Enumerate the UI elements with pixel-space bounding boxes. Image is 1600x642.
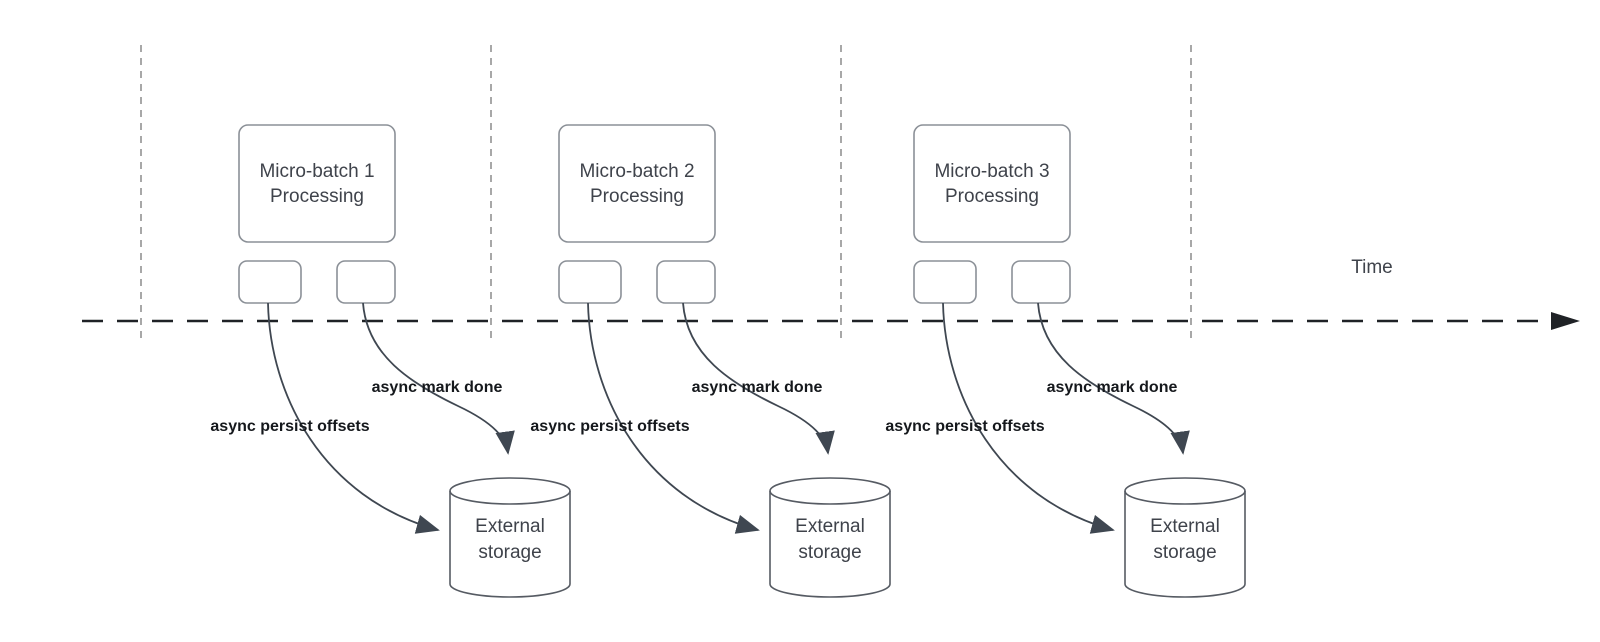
- mark-done-label: async mark done: [371, 379, 503, 396]
- mark-done-arrow: [682, 302, 835, 455]
- cylinder-body: [449, 477, 571, 598]
- micro-batch-section-3: [913, 124, 1246, 598]
- micro-batch-box: [558, 124, 716, 243]
- micro-batch-box: [238, 124, 396, 243]
- micro-batch-label: Micro-batch 3 Processing: [934, 160, 1050, 207]
- external-storage-cylinder: [1124, 477, 1246, 598]
- time-gridlines: [140, 45, 1192, 339]
- mark-done-arrow: [1037, 302, 1190, 455]
- micro-batch-section-1: [238, 124, 571, 598]
- persist-offsets-label: async persist offsets: [530, 418, 690, 435]
- cylinder-top-ellipse: [449, 490, 571, 505]
- mark-done-node: [1011, 260, 1071, 304]
- external-storage-cylinder: [449, 477, 571, 598]
- micro-batch-section-2: [558, 124, 891, 598]
- time-axis-arrowhead-icon: [1551, 312, 1580, 330]
- cylinder-body: [1124, 477, 1246, 598]
- cylinder-body: [769, 477, 891, 598]
- external-storage-label: External storage: [795, 515, 865, 563]
- persist-offsets-label: async persist offsets: [210, 418, 370, 435]
- mark-done-node: [656, 260, 716, 304]
- persist-offsets-node: [558, 260, 622, 304]
- mark-done-label: async mark done: [691, 379, 823, 396]
- persist-offsets-arrow: [587, 302, 760, 534]
- persist-offsets-node: [913, 260, 977, 304]
- cylinder-top-ellipse: [769, 490, 891, 505]
- micro-batch-label: Micro-batch 1 Processing: [259, 160, 375, 207]
- external-storage-cylinder: [769, 477, 891, 598]
- mark-done-arrow: [362, 302, 515, 455]
- micro-batch-box: [913, 124, 1071, 243]
- persist-offsets-arrow: [267, 302, 440, 534]
- persist-offsets-arrow: [942, 302, 1115, 534]
- mark-done-node: [336, 260, 396, 304]
- persist-offsets-node: [238, 260, 302, 304]
- time-axis: [82, 312, 1580, 330]
- persist-offsets-label: async persist offsets: [885, 418, 1045, 435]
- mark-done-label: async mark done: [1046, 379, 1178, 396]
- cylinder-top-ellipse: [1124, 490, 1246, 505]
- external-storage-label: External storage: [475, 515, 545, 563]
- external-storage-label: External storage: [1150, 515, 1220, 563]
- time-axis-label: Time: [1351, 257, 1393, 278]
- micro-batch-label: Micro-batch 2 Processing: [579, 160, 695, 207]
